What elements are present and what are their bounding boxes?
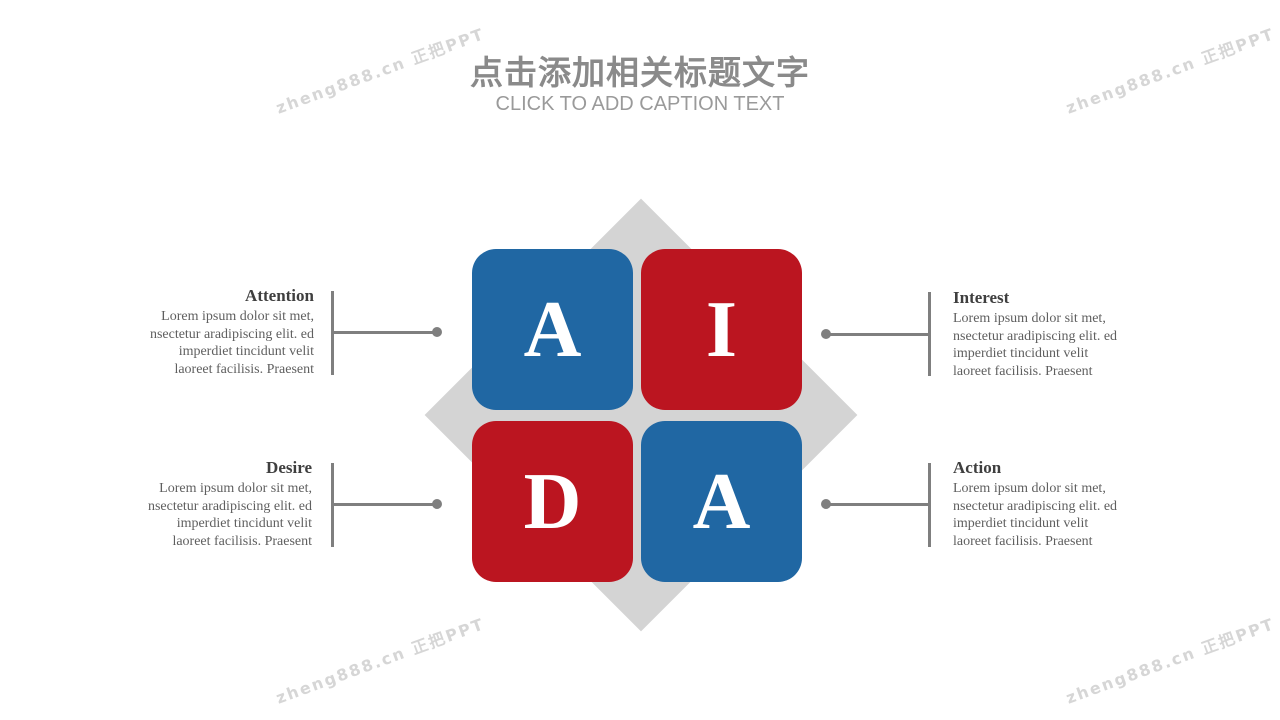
connector-bracket (928, 292, 931, 376)
block-line: laoreet facilisis. Praesent (174, 361, 314, 377)
block-line: nsectetur aradipiscing elit. ed (953, 328, 1118, 344)
block-line: nsectetur aradipiscing elit. ed (147, 498, 312, 514)
tile-desire[interactable]: D (472, 421, 633, 582)
connector-line (826, 503, 929, 506)
block-line: laoreet facilisis. Praesent (953, 533, 1093, 549)
block-line: Lorem ipsum dolor sit met, (159, 481, 312, 496)
block-line: imperdiet tincidunt velit (953, 346, 1089, 361)
block-title: Attention (245, 286, 314, 305)
connector-dot (821, 499, 831, 509)
tile-interest[interactable]: I (641, 249, 802, 410)
block-line: laoreet facilisis. Praesent (953, 363, 1093, 379)
connector-line (333, 503, 436, 506)
block-line: laoreet facilisis. Praesent (172, 533, 312, 549)
block-line: imperdiet tincidunt velit (178, 344, 314, 359)
block-line: Lorem ipsum dolor sit met, (953, 311, 1106, 326)
connector-line (333, 331, 436, 334)
block-title: Action (953, 458, 1002, 477)
watermark: zheng888.cn 正把PPT (273, 614, 488, 708)
attention-block[interactable]: Attention Lorem ipsum dolor sit met, nse… (124, 286, 314, 378)
tile-action[interactable]: A (641, 421, 802, 582)
tile-letter: D (523, 457, 582, 546)
block-line: Lorem ipsum dolor sit met, (953, 481, 1106, 496)
connector-bracket (331, 291, 334, 375)
block-line: nsectetur aradipiscing elit. ed (953, 498, 1118, 514)
tile-letter: I (705, 285, 738, 374)
connector-dot (432, 499, 442, 509)
connector-dot (432, 327, 442, 337)
watermark: zheng888.cn 正把PPT (1063, 614, 1278, 708)
block-title: Desire (266, 458, 312, 477)
block-line: imperdiet tincidunt velit (953, 516, 1089, 531)
block-line: Lorem ipsum dolor sit met, (161, 309, 314, 324)
page-subtitle[interactable]: CLICK TO ADD CAPTION TEXT (495, 93, 785, 115)
tile-letter: A (692, 457, 751, 546)
page-title[interactable]: 点击添加相关标题文字 (470, 53, 810, 92)
block-title: Interest (953, 288, 1010, 307)
tile-attention[interactable]: A (472, 249, 633, 410)
block-line: imperdiet tincidunt velit (176, 516, 312, 531)
interest-block[interactable]: Interest Lorem ipsum dolor sit met, nsec… (953, 288, 1143, 380)
connector-bracket (928, 463, 931, 547)
block-line: nsectetur aradipiscing elit. ed (149, 326, 314, 342)
connector-dot (821, 329, 831, 339)
connector-line (826, 333, 929, 336)
action-block[interactable]: Action Lorem ipsum dolor sit met, nsecte… (953, 458, 1143, 550)
desire-block[interactable]: Desire Lorem ipsum dolor sit met, nsecte… (122, 458, 312, 550)
connector-bracket (331, 463, 334, 547)
tile-letter: A (523, 285, 582, 374)
